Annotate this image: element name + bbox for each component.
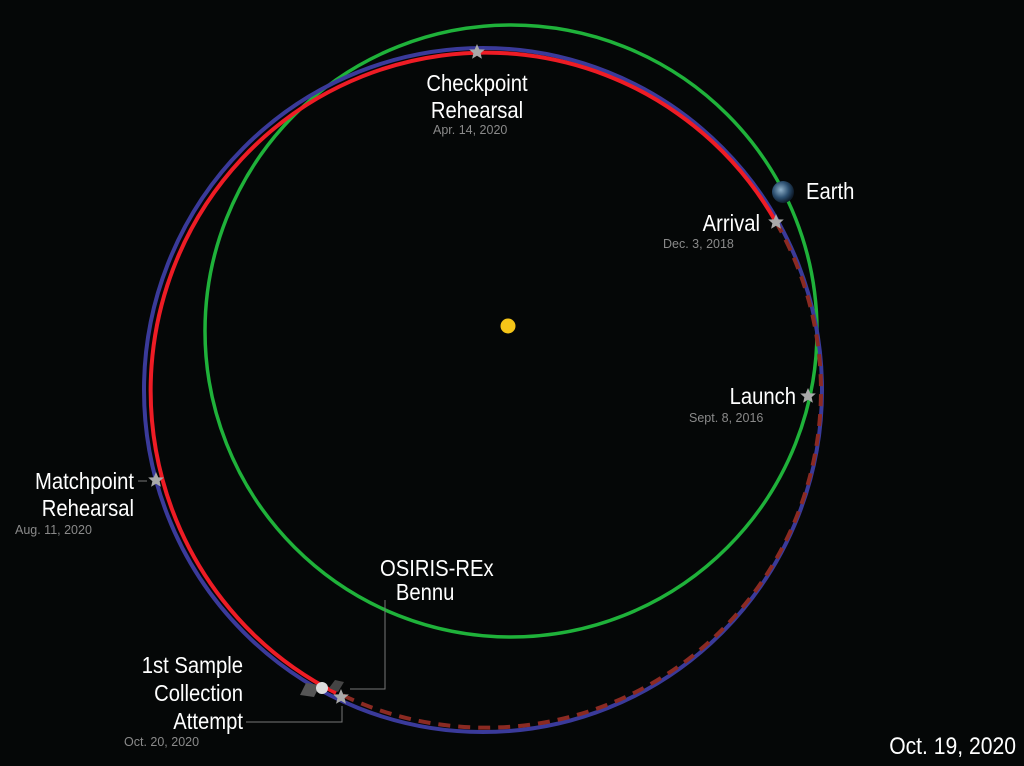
sample-name: 1st Sample <box>141 652 243 678</box>
matchpoint-name-2: Rehearsal <box>41 495 134 521</box>
spacecraft-leader-line <box>350 600 386 690</box>
matchpoint-name: Matchpoint <box>34 468 134 494</box>
matchpoint-label: Matchpoint Rehearsal <box>0 468 134 522</box>
sample-name-2: Collection <box>154 680 243 706</box>
current-date: Oct. 19, 2020 <box>889 733 1016 760</box>
checkpoint-date: Apr. 14, 2020 <box>433 123 508 137</box>
sample-label: 1st Sample Collection Attempt <box>67 651 243 735</box>
bennu-name: Bennu <box>395 579 455 605</box>
checkpoint-name: Checkpoint <box>426 70 528 96</box>
bennu-orbit <box>142 46 824 734</box>
launch-date: Sept. 8, 2016 <box>689 411 764 425</box>
spacecraft-icon <box>300 680 344 697</box>
sample-date: Oct. 20, 2020 <box>124 735 200 749</box>
sun <box>500 318 516 334</box>
earth-icon <box>772 181 794 203</box>
checkpoint-name-2: Rehearsal <box>430 97 524 123</box>
sample-leader-line <box>246 706 343 723</box>
matchpoint-date: Aug. 11, 2020 <box>15 523 92 537</box>
launch-label: Launch <box>729 383 796 409</box>
earth-label: Earth <box>806 178 855 204</box>
sample-name-3: Attempt <box>173 708 243 734</box>
arrival-date: Dec. 3, 2018 <box>663 237 734 251</box>
future-path <box>335 221 823 730</box>
checkpoint-label: Checkpoint Rehearsal <box>389 70 565 124</box>
traveled-path <box>148 50 778 695</box>
spacecraft-label: OSIRIS-REx Bennu <box>380 556 494 604</box>
spacecraft-name: OSIRIS-REx <box>380 555 494 581</box>
arrival-label: Arrival <box>702 210 760 236</box>
